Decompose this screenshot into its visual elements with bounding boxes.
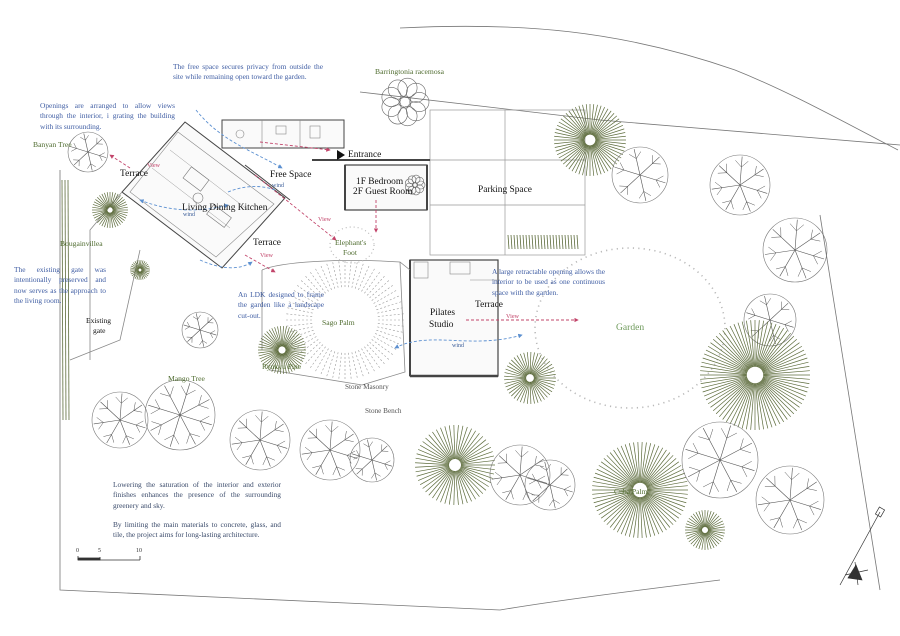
plant-cuba-palm: Cuba Palm	[614, 487, 648, 496]
tree-palm-west	[92, 192, 128, 228]
room-terrace-nw: Terrace	[120, 169, 148, 179]
view-label-3: View	[260, 252, 274, 259]
scale-bar	[77, 556, 141, 561]
trees-layer	[61, 77, 828, 550]
room-ldk: Living Dining Kitchen	[182, 203, 268, 213]
room-bedroom-line2: 2F Guest Room	[353, 187, 413, 197]
note-openings: Openings are arranged to allow views thr…	[40, 101, 175, 131]
label-stone-masonry: Stone Masonry	[345, 383, 389, 391]
tree-mango-3	[229, 409, 291, 471]
tree-east-3	[681, 421, 759, 499]
view-arrow-free-space	[259, 141, 331, 152]
wind-label-2: wind	[183, 212, 195, 218]
view-arrow-ldk	[254, 174, 337, 241]
wind-arrows	[139, 109, 523, 349]
parking-space-outline	[429, 109, 586, 256]
tree-entrance-hedge	[405, 174, 426, 196]
existing-gate-line2: gate	[93, 326, 106, 335]
tree-south-2	[489, 444, 551, 506]
room-parking: Parking Space	[478, 185, 532, 195]
tree-ryukyu-pine	[258, 326, 306, 374]
note-ldk: An LDK designed to frame the garden like…	[238, 290, 324, 320]
tree-mango-4	[299, 419, 361, 481]
tree-palm-south-1	[415, 425, 495, 505]
scale-label-5: 5	[98, 548, 101, 554]
wind-arrow-north	[195, 109, 283, 169]
wind-arrow-pilates	[394, 333, 523, 349]
tree-palm-garden	[504, 352, 556, 404]
tree-mango-2	[91, 391, 149, 449]
hedge-west	[61, 179, 70, 421]
note-existing-gate: The existing gate was intentionally pres…	[14, 265, 106, 306]
tree-cuba-palm	[592, 442, 688, 538]
label-garden: Garden	[616, 322, 645, 333]
tree-sago-palm	[285, 260, 405, 380]
room-pilates-line2: Studio	[429, 320, 454, 330]
note-materials: By limiting the main materials to concre…	[113, 520, 281, 540]
room-terrace-east: Terrace	[475, 300, 503, 310]
wind-label-3: wind	[452, 343, 464, 349]
plant-banyan: Banyan Tree	[33, 140, 72, 149]
tree-stone-bench	[349, 437, 395, 483]
plant-barringtonia: Barringtonia racemosa	[375, 67, 444, 76]
note-saturation: Lowering the saturation of the interior …	[113, 480, 281, 510]
tree-north-1	[611, 146, 669, 204]
tree-small-west	[181, 311, 219, 349]
plant-bougainvillea: Bougainvillea	[60, 239, 103, 248]
room-free-space: Free Space	[270, 170, 312, 180]
ldk-block	[121, 121, 291, 269]
view-label-1: View	[147, 162, 161, 169]
elephant-foot-lawn	[329, 226, 375, 264]
room-terrace-mid: Terrace	[253, 238, 281, 248]
view-arrows	[109, 141, 579, 323]
tree-south-3	[524, 459, 576, 511]
room-bedroom-line1: 1F Bedroom	[356, 177, 404, 187]
stone-masonry-walls	[69, 191, 411, 386]
tree-east-1	[762, 217, 828, 283]
view-label-4: View	[506, 313, 520, 320]
view-arrow-terrace	[109, 154, 131, 169]
wind-arrow-west	[227, 186, 276, 193]
site-boundary	[59, 25, 900, 611]
wind-arrow-ldk	[139, 199, 229, 211]
wind-label-1: wind	[272, 183, 284, 189]
note-retractable-opening: A large retractable opening allows the i…	[492, 267, 605, 297]
tree-east-4	[755, 465, 825, 535]
north-block	[221, 119, 430, 161]
plant-elephant-foot-line2: Foot	[343, 248, 357, 257]
tree-bougainvillea	[130, 260, 150, 280]
tree-mango-1	[144, 379, 216, 451]
view-arrow-terrace-mid	[244, 254, 276, 273]
tree-banyan	[67, 131, 109, 173]
scale-label-10: 10	[136, 548, 142, 554]
plant-sago-palm: Sago Palm	[322, 318, 355, 327]
note-free-space: The free space secures privacy from outs…	[173, 62, 323, 82]
entrance-arrow-icon	[337, 150, 345, 160]
tree-palm-east	[700, 320, 810, 430]
tree-north-2	[709, 154, 771, 216]
hedge-parking	[507, 234, 579, 250]
scale-label-0: 0	[76, 548, 79, 554]
north-arrow-icon	[839, 506, 886, 586]
tree-barringtonia	[381, 77, 430, 127]
wind-arrow-south	[199, 259, 253, 269]
garden-lawn-outline	[534, 247, 726, 409]
label-stone-bench: Stone Bench	[365, 407, 402, 415]
tree-east-2	[743, 293, 797, 347]
tree-palm-se	[685, 510, 725, 550]
existing-gate-line1: Existing	[86, 316, 112, 325]
tree-palm-north	[554, 104, 626, 176]
plant-elephant-foot-line1: Elephant's	[335, 238, 367, 247]
plant-mango: Mango Tree	[168, 374, 205, 383]
view-label-2: View	[318, 216, 332, 223]
room-pilates-line1: Pilates	[430, 308, 455, 318]
plant-ryukyu-pine: Ryukyu Pine	[262, 362, 302, 371]
room-entrance: Entrance	[348, 150, 382, 160]
pilates-studio-block	[409, 259, 500, 378]
